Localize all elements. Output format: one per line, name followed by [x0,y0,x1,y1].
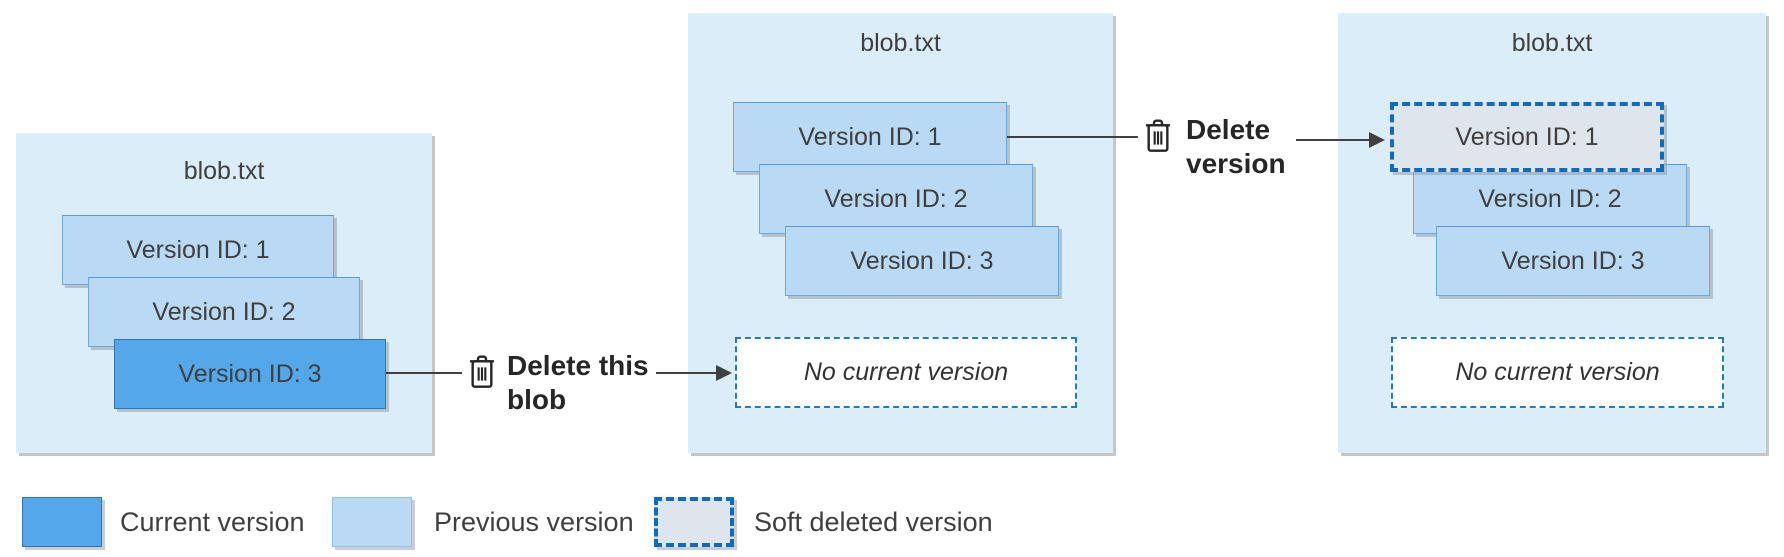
blob-filename: blob.txt [1511,29,1593,57]
soft-deleted-inner: Version ID: 1 [1390,102,1664,172]
no-current-version-label: No current version [1455,358,1660,386]
version-box: Version ID: 1 [62,215,334,285]
soft-deleted-inner [654,497,734,547]
version-box: Version ID: 3 [785,226,1059,296]
version-box: Version ID: 3 [1436,226,1710,296]
trash-icon [470,355,494,388]
blob-filename: blob.txt [860,29,941,57]
no-current-version-label: No current version [803,358,1009,386]
version-label: Version ID: 1 [126,235,270,264]
action-line-1: Delete this [507,350,649,381]
version-label: Version ID: 3 [850,246,994,275]
version-label: Version ID: 1 [798,122,942,151]
legend-label-soft-deleted: Soft deleted version [754,507,993,537]
legend-swatch-previous [332,497,412,547]
version-label: Version ID: 1 [1455,122,1599,151]
legend-swatch-current [22,497,102,547]
version-box-soft-deleted: Version ID: 1 [1390,102,1664,172]
legend-label-previous: Previous version [434,507,634,537]
version-box: Version ID: 1 [733,102,1007,172]
delete-this-blob-label: Delete this blob [507,349,649,417]
trash-icon [1146,119,1170,152]
delete-version-label: Delete version [1186,113,1286,181]
version-label: Version ID: 2 [152,297,296,326]
version-label: Version ID: 2 [1478,184,1622,213]
version-label: Version ID: 3 [1501,246,1645,275]
version-label: Version ID: 3 [178,359,322,388]
version-box: Version ID: 2 [759,164,1033,234]
version-label: Version ID: 2 [824,184,968,213]
version-box: Version ID: 2 [88,277,360,347]
legend-label-current: Current version [120,507,305,537]
legend-swatch-soft-deleted [654,497,734,547]
action-line-2: blob [507,384,567,415]
version-box: Version ID: 2 [1413,164,1687,234]
no-current-version-box: No current version [735,337,1077,408]
blob-filename: blob.txt [183,157,265,185]
no-current-version-box: No current version [1391,337,1724,408]
action-line-2: version [1186,148,1286,179]
action-line-1: Delete [1186,114,1271,145]
version-box-current: Version ID: 3 [114,339,386,409]
